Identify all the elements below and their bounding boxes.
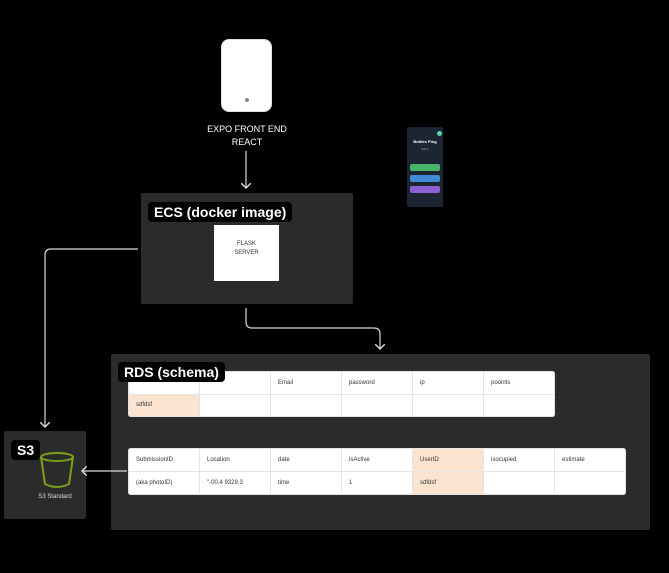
submissions-cell: (aka photoID) (128, 471, 200, 495)
app-status-dot (437, 131, 442, 136)
frontend-caption: EXPO FRONT END REACT (196, 123, 298, 149)
phone-home-dot (245, 98, 249, 102)
app-button-1 (410, 164, 440, 171)
phone-mockup (221, 39, 272, 112)
users-table-header-row: Email password ip pooints (128, 371, 555, 395)
arrow-ecs-to-s3 (45, 248, 138, 427)
app-screenshot-thumbnail: Bottles Ping hello ⊘ (407, 127, 443, 207)
frontend-caption-line2: REACT (231, 137, 263, 147)
users-cell: sdfdsf (128, 393, 200, 417)
submissions-header-cell: UserID (412, 448, 484, 472)
s3-bucket-icon (40, 452, 74, 488)
submissions-header-cell: estimate (554, 448, 626, 472)
app-title: Bottles Ping (413, 139, 437, 144)
submissions-cell: time (270, 471, 342, 495)
arrow-ecs-to-rds (245, 308, 380, 349)
users-table: Email password ip pooints sdfdsf (128, 371, 555, 417)
ecs-title: ECS (docker image) (148, 202, 293, 222)
frontend-caption-line1: EXPO FRONT END (207, 124, 287, 134)
app-button-2 (410, 175, 440, 182)
submissions-cell: "-00.4 9329.3 (199, 471, 271, 495)
flask-server-line1: FLASK (236, 241, 256, 247)
submissions-table-header-row: SubmissionID Location date isActive User… (128, 448, 626, 472)
submissions-cell (483, 471, 555, 495)
submissions-header-cell: Location (199, 448, 271, 472)
flask-server-line2: SERVER (234, 250, 259, 256)
submissions-table-row: (aka photoID) "-00.4 9329.3 time 1 sdfds… (128, 471, 626, 495)
submissions-cell: 1 (341, 471, 413, 495)
users-cell (483, 393, 555, 417)
submissions-cell (554, 471, 626, 495)
flask-server-box: FLASK SERVER (214, 225, 279, 281)
s3-standard-label: S3 Standard (38, 494, 72, 500)
s3-title: S3 (11, 440, 41, 460)
submissions-cell: sdfdsf (412, 471, 484, 495)
app-subtitle: hello ⊘ (420, 148, 430, 151)
app-button-3 (410, 186, 440, 193)
submissions-table: SubmissionID Location date isActive User… (128, 448, 626, 495)
users-table-row: sdfdsf (128, 393, 555, 417)
rds-title: RDS (schema) (118, 362, 225, 382)
